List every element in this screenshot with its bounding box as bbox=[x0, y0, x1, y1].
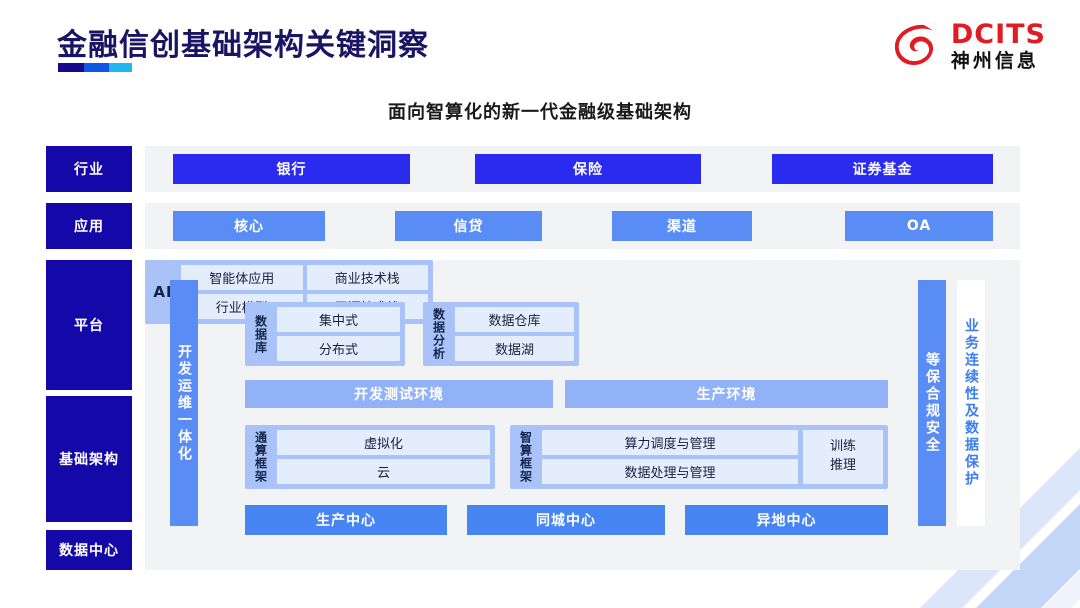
slide-header: 金融信创基础架构关键洞察 DCITS 神州信息 bbox=[0, 0, 1080, 92]
layer-label-application: 应用 bbox=[46, 203, 132, 249]
industry-panel: 银行 保险 证券基金 bbox=[145, 146, 1020, 192]
logo-text-en: DCITS bbox=[950, 19, 1046, 50]
analysis-item-lake[interactable]: 数据湖 bbox=[455, 336, 574, 361]
datacenter-bar-remote[interactable]: 异地中心 bbox=[685, 505, 888, 535]
general-compute-item-virtualization[interactable]: 虚拟化 bbox=[277, 430, 490, 455]
env-bar-production[interactable]: 生产环境 bbox=[565, 380, 888, 408]
database-item-centralized[interactable]: 集中式 bbox=[277, 307, 400, 332]
group-general-compute: 通算框架 虚拟化 云 bbox=[245, 425, 495, 489]
group-intelligent-compute: 智算框架 算力调度与管理 数据处理与管理 训练 推理 bbox=[510, 425, 888, 489]
datacenter-bar-same-city[interactable]: 同城中心 bbox=[467, 505, 665, 535]
vertical-bar-devops[interactable]: 开发运维一体化 bbox=[170, 280, 198, 526]
diagram-subtitle: 面向智算化的新一代金融级基础架构 bbox=[388, 102, 692, 123]
title-accent-rule bbox=[58, 63, 132, 72]
intelligent-compute-item-dataproc[interactable]: 数据处理与管理 bbox=[542, 459, 798, 484]
group-database: 数据库 集中式 分布式 bbox=[245, 302, 405, 366]
group-general-compute-title: 通算框架 bbox=[253, 431, 268, 483]
page-title: 金融信创基础架构关键洞察 bbox=[57, 28, 429, 63]
group-data-analysis: 数据分析 数据仓库 数据湖 bbox=[423, 302, 579, 366]
application-chip-core[interactable]: 核心 bbox=[173, 211, 325, 241]
application-chip-oa[interactable]: OA bbox=[845, 211, 993, 241]
analysis-item-warehouse[interactable]: 数据仓库 bbox=[455, 307, 574, 332]
application-panel: 核心 信贷 渠道 OA bbox=[145, 203, 1020, 249]
platform-infrastructure-panel: 开发运维一体化 等保合规安全 业务连续性及数据保护 数据库 集中式 分布式 数据… bbox=[145, 260, 1020, 570]
swirl-icon bbox=[894, 22, 942, 70]
group-data-analysis-title: 数据分析 bbox=[431, 308, 446, 360]
train-label: 训练 bbox=[829, 439, 856, 455]
datacenter-bar-production[interactable]: 生产中心 bbox=[245, 505, 447, 535]
industry-chip-bank[interactable]: 银行 bbox=[173, 154, 410, 184]
env-bar-dev-test[interactable]: 开发测试环境 bbox=[245, 380, 553, 408]
logo-text-cn: 神州信息 bbox=[950, 50, 1039, 72]
group-database-title: 数据库 bbox=[253, 314, 268, 354]
ai-item-commercial-stack[interactable]: 商业技术栈 bbox=[306, 265, 428, 290]
intelligent-compute-item-scheduling[interactable]: 算力调度与管理 bbox=[542, 430, 798, 455]
application-chip-channel[interactable]: 渠道 bbox=[612, 211, 752, 241]
database-item-distributed[interactable]: 分布式 bbox=[277, 336, 400, 361]
inference-label: 推理 bbox=[829, 458, 856, 473]
vertical-bar-security[interactable]: 等保合规安全 bbox=[918, 280, 946, 526]
general-compute-item-cloud[interactable]: 云 bbox=[277, 459, 490, 484]
layer-label-infrastructure: 基础架构 bbox=[46, 396, 132, 522]
ai-item-agent-app[interactable]: 智能体应用 bbox=[181, 265, 303, 290]
vertical-bar-bcp[interactable]: 业务连续性及数据保护 bbox=[957, 280, 985, 526]
group-intelligent-compute-title: 智算框架 bbox=[518, 431, 533, 483]
layer-label-datacenter: 数据中心 bbox=[46, 530, 132, 570]
application-chip-credit[interactable]: 信贷 bbox=[395, 211, 542, 241]
industry-chip-insurance[interactable]: 保险 bbox=[475, 154, 701, 184]
train-inference-box[interactable]: 训练 推理 bbox=[803, 430, 883, 484]
brand-logo: DCITS 神州信息 bbox=[894, 18, 1046, 74]
industry-chip-securities[interactable]: 证券基金 bbox=[772, 154, 993, 184]
layer-label-industry: 行业 bbox=[46, 146, 132, 192]
layer-label-platform: 平台 bbox=[46, 260, 132, 390]
group-ai-title: AI bbox=[153, 283, 173, 301]
